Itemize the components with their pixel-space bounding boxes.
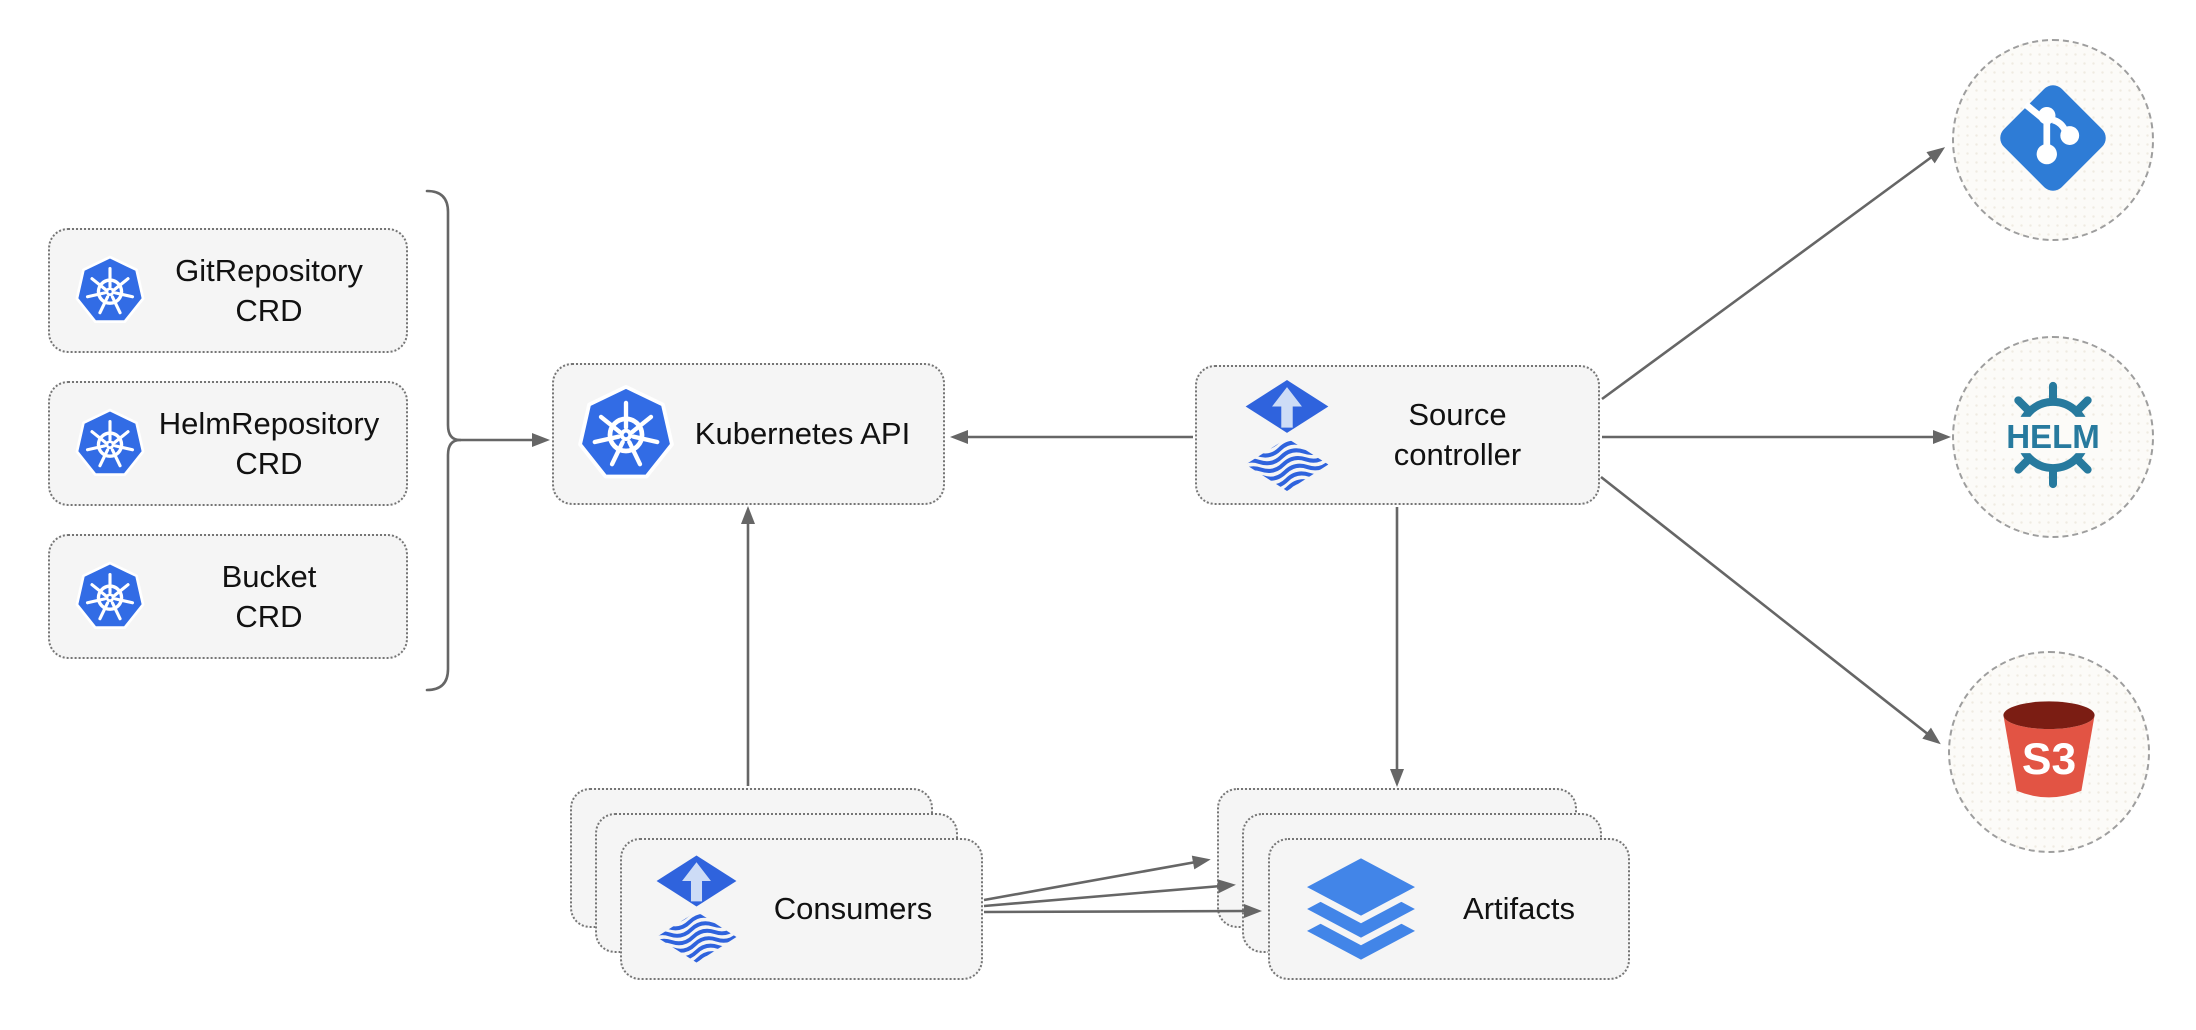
artifacts-label: Artifacts	[1463, 891, 1575, 927]
edge-consumers-to-artifacts-3	[983, 904, 1262, 919]
kubernetes-api-label: Kubernetes API	[694, 416, 911, 452]
helm-wordmark: HELM	[2006, 418, 2100, 455]
crd-bracket-upper	[425, 189, 462, 442]
helm-icon: HELM	[1989, 371, 2117, 504]
node-consumers: Consumers	[620, 838, 983, 980]
git-icon	[1991, 76, 2115, 205]
edge-source-controller-to-s3	[1600, 475, 1941, 745]
flux-icon	[654, 854, 739, 964]
node-artifacts: Artifacts	[1268, 838, 1630, 980]
endpoint-helm: HELM	[1952, 336, 2154, 538]
consumers-label: Consumers	[773, 891, 933, 927]
crd-bracket-lower	[425, 438, 462, 692]
endpoint-s3: S3	[1948, 651, 2150, 853]
endpoint-git	[1952, 39, 2154, 241]
node-source-controller: Source controller	[1195, 365, 1600, 505]
flux-icon	[1243, 379, 1331, 492]
gitrepository-crd-label: GitRepository CRD	[175, 252, 363, 328]
node-gitrepository-crd: GitRepository CRD	[48, 228, 408, 353]
s3-wordmark: S3	[2022, 735, 2076, 784]
edge-consumers-to-artifacts-2	[983, 879, 1236, 908]
kubernetes-icon	[74, 407, 146, 480]
kubernetes-icon	[74, 560, 146, 633]
helmrepository-crd-label: HelmRepository CRD	[158, 405, 380, 481]
node-helmrepository-crd: HelmRepository CRD	[48, 381, 408, 506]
source-controller-label: Source controller	[1393, 397, 1522, 472]
node-bucket-crd: Bucket CRD	[48, 534, 408, 659]
node-kubernetes-api: Kubernetes API	[552, 363, 945, 505]
edge-consumers-to-artifacts-1	[983, 855, 1211, 902]
bucket-crd-label: Bucket CRD	[221, 558, 317, 634]
s3-bucket-icon: S3	[1989, 690, 2109, 815]
kubernetes-icon	[576, 384, 676, 484]
edge-source-controller-to-git	[1601, 147, 1946, 401]
layers-icon	[1298, 850, 1424, 968]
kubernetes-icon	[74, 254, 146, 327]
